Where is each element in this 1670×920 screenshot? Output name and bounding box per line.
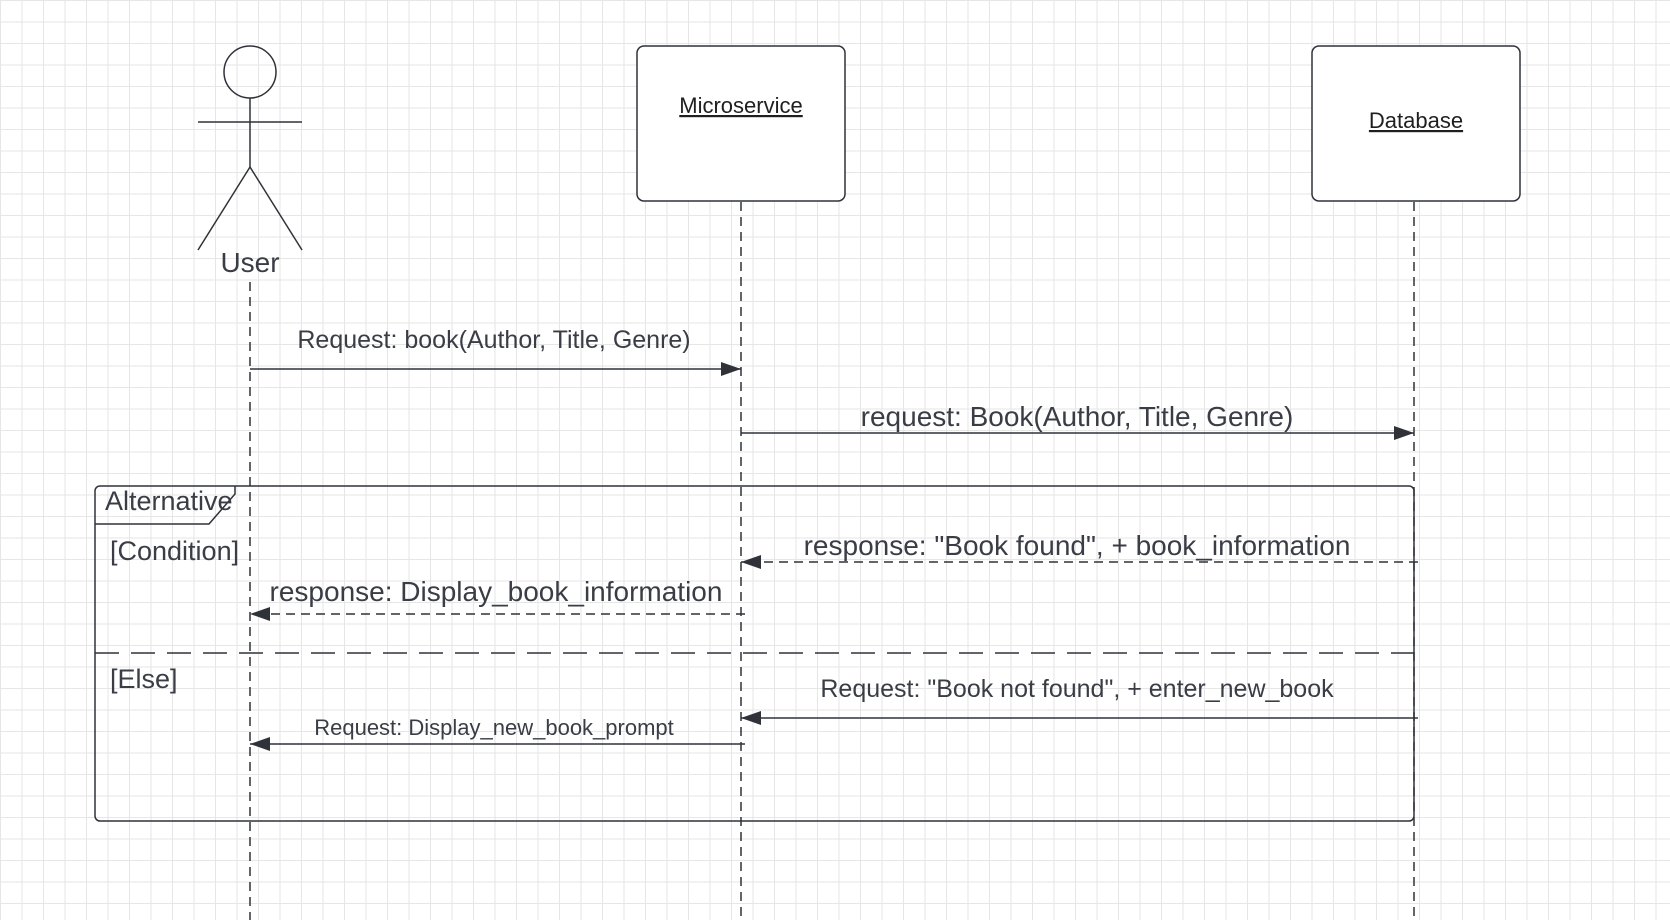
microservice-label: Microservice [679, 93, 802, 118]
user-actor[interactable]: User [197, 45, 303, 278]
database-box [1311, 45, 1521, 202]
database-label: Database [1369, 108, 1463, 133]
message-request-new-book-prompt[interactable]: Request: Display_new_book_prompt [250, 715, 745, 751]
alt-fragment-type-label: Alternative [105, 486, 233, 516]
message-response-display-info[interactable]: response: Display_book_information [250, 576, 745, 621]
else-guard: [Else] [110, 664, 178, 694]
user-label: User [220, 247, 279, 278]
condition-guard: [Condition] [110, 536, 239, 566]
message-request-book-not-found[interactable]: Request: "Book not found", + enter_new_b… [741, 675, 1418, 725]
message-label: Request: book(Author, Title, Genre) [297, 326, 690, 354]
database-participant[interactable]: Database [1311, 45, 1521, 202]
message-response-book-found[interactable]: response: "Book found", + book_informati… [741, 530, 1418, 569]
message-label: response: Display_book_information [270, 576, 723, 607]
microservice-participant[interactable]: Microservice [636, 45, 846, 202]
alt-fragment-tab [95, 486, 236, 525]
message-label: Request: Display_new_book_prompt [314, 715, 674, 740]
message-label: response: "Book found", + book_informati… [804, 530, 1351, 561]
actor-icon [197, 45, 303, 251]
microservice-box [636, 45, 846, 202]
message-request-book[interactable]: Request: book(Author, Title, Genre) [250, 326, 741, 376]
message-label: Request: "Book not found", + enter_new_b… [820, 675, 1334, 703]
message-label: request: Book(Author, Title, Genre) [861, 401, 1294, 432]
message-request-book-db[interactable]: request: Book(Author, Title, Genre) [741, 401, 1414, 440]
